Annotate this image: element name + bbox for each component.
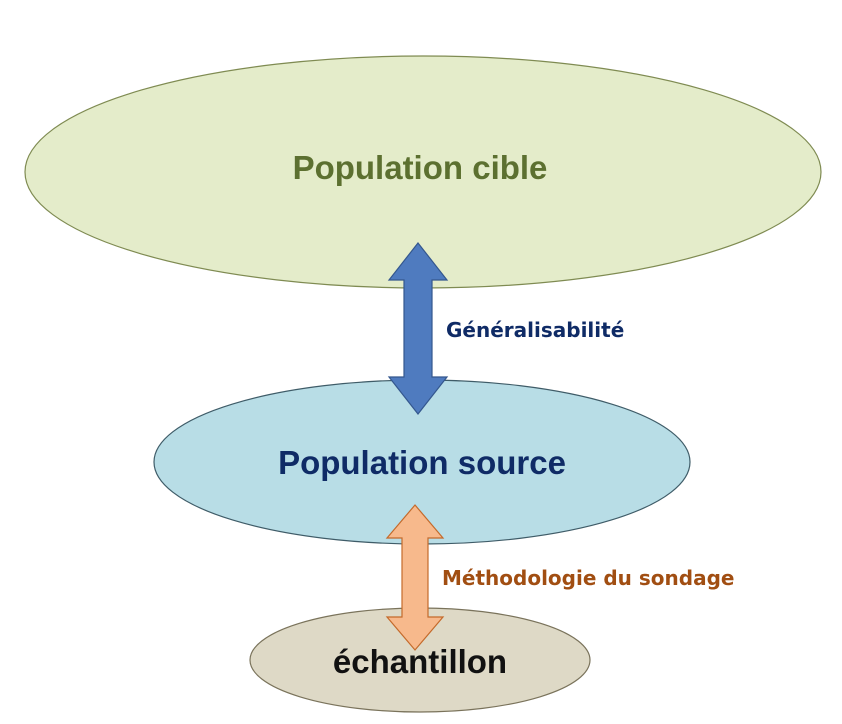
source-population-label: Population source [278,444,566,481]
target-population-label: Population cible [293,149,548,186]
generalisability-arrow [387,242,449,415]
sample-label: échantillon [333,643,507,680]
generalisability-label: Généralisabilité [446,318,624,342]
methodology-label: Méthodologie du sondage [442,566,734,590]
methodology-arrow [385,504,445,651]
